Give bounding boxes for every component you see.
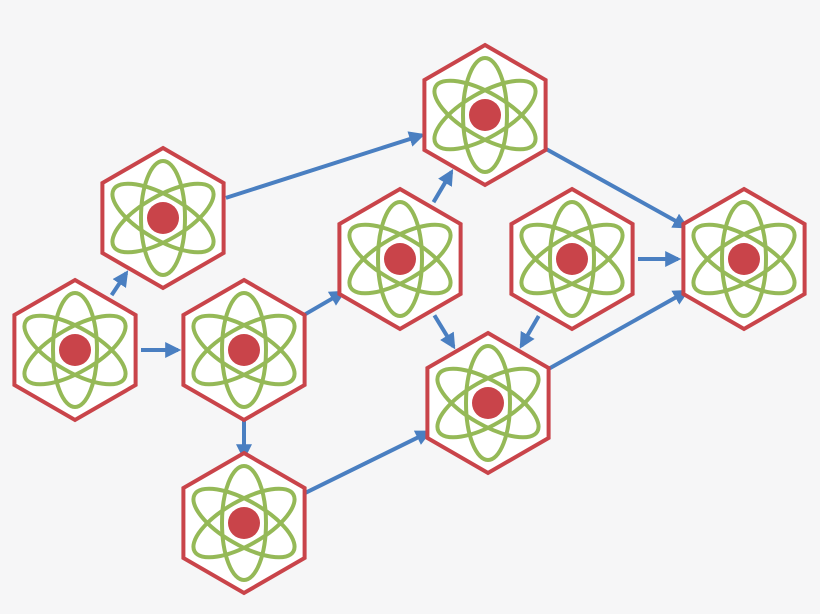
atom-icon: [191, 464, 297, 582]
nodes-layer: [12, 42, 807, 596]
nucleus: [469, 99, 501, 131]
orbit: [191, 313, 297, 387]
orbit: [110, 181, 216, 255]
atom-node-6: [422, 42, 548, 188]
nucleus: [556, 243, 588, 275]
orbit: [347, 222, 453, 296]
nucleus: [59, 334, 91, 366]
orbit: [548, 200, 596, 318]
atom-node-9: [681, 186, 807, 332]
orbit: [191, 486, 297, 560]
arrow-n5-n8: [302, 430, 432, 496]
atom-node-2: [100, 145, 226, 291]
orbit: [347, 222, 453, 296]
arrows-layer: [109, 131, 690, 496]
arrow-n4-n8: [432, 314, 456, 350]
orbit: [220, 464, 268, 582]
atom-icon: [691, 200, 797, 318]
atom-node-8: [425, 330, 551, 476]
atom-node-7: [509, 186, 635, 332]
orbit: [691, 222, 797, 296]
orbit: [432, 78, 538, 152]
orbit: [519, 222, 625, 296]
orbit: [110, 181, 216, 255]
atom-icon: [347, 200, 453, 318]
nucleus: [228, 507, 260, 539]
orbit: [691, 222, 797, 296]
orbit: [720, 200, 768, 318]
atom-node-5: [181, 450, 307, 596]
orbit: [220, 291, 268, 409]
orbit: [519, 222, 625, 296]
orbit: [22, 313, 128, 387]
atom-node-1: [12, 277, 138, 423]
orbit: [461, 56, 509, 174]
atom-icon: [519, 200, 625, 318]
nucleus: [472, 387, 504, 419]
orbit: [51, 291, 99, 409]
orbit: [376, 200, 424, 318]
orbit: [191, 313, 297, 387]
atom-node-3: [181, 277, 307, 423]
arrow-n1-n2: [109, 270, 129, 297]
nucleus: [728, 243, 760, 275]
orbit: [139, 159, 187, 277]
orbit: [435, 366, 541, 440]
arrow-n7-n8: [519, 314, 541, 349]
orbit: [432, 78, 538, 152]
atom-icon: [432, 56, 538, 174]
orbit: [435, 366, 541, 440]
atom-icon: [22, 291, 128, 409]
arrow-n4-n6: [431, 169, 454, 204]
arrow-n6-n9: [541, 145, 690, 229]
atom-node-4: [337, 186, 463, 332]
arrow-n8-n9: [544, 289, 690, 373]
orbit: [22, 313, 128, 387]
atom-icon: [191, 291, 297, 409]
nucleus: [147, 202, 179, 234]
nucleus: [228, 334, 260, 366]
orbit: [191, 486, 297, 560]
arrow-n3-n4: [299, 290, 346, 319]
arrow-n2-n6: [225, 131, 426, 200]
nucleus: [384, 243, 416, 275]
atom-icon: [110, 159, 216, 277]
atom-icon: [435, 344, 541, 462]
orbit: [464, 344, 512, 462]
